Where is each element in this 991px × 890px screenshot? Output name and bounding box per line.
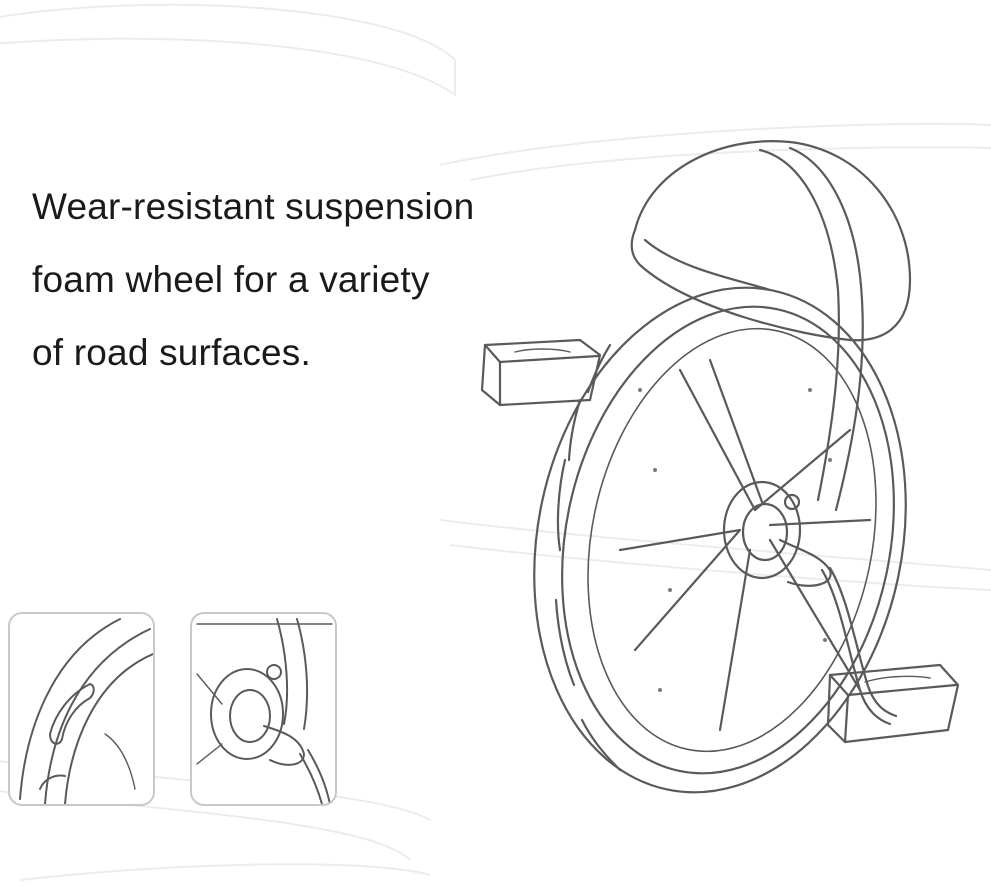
product-caption: Wear-resistant suspension foam wheel for…: [32, 170, 552, 389]
hub-detail-thumbnail: [190, 612, 337, 806]
caption-line-1: Wear-resistant suspension: [32, 186, 475, 227]
tire-detail-thumbnail: [8, 612, 155, 806]
foam-wheel-unicycle-icon: [480, 140, 960, 794]
caption-line-3: of road surfaces.: [32, 332, 311, 373]
caption-line-2: foam wheel for a variety: [32, 259, 430, 300]
tire-tread-closeup-icon: [19, 618, 153, 804]
wheel-hub-closeup-icon: [196, 618, 333, 804]
